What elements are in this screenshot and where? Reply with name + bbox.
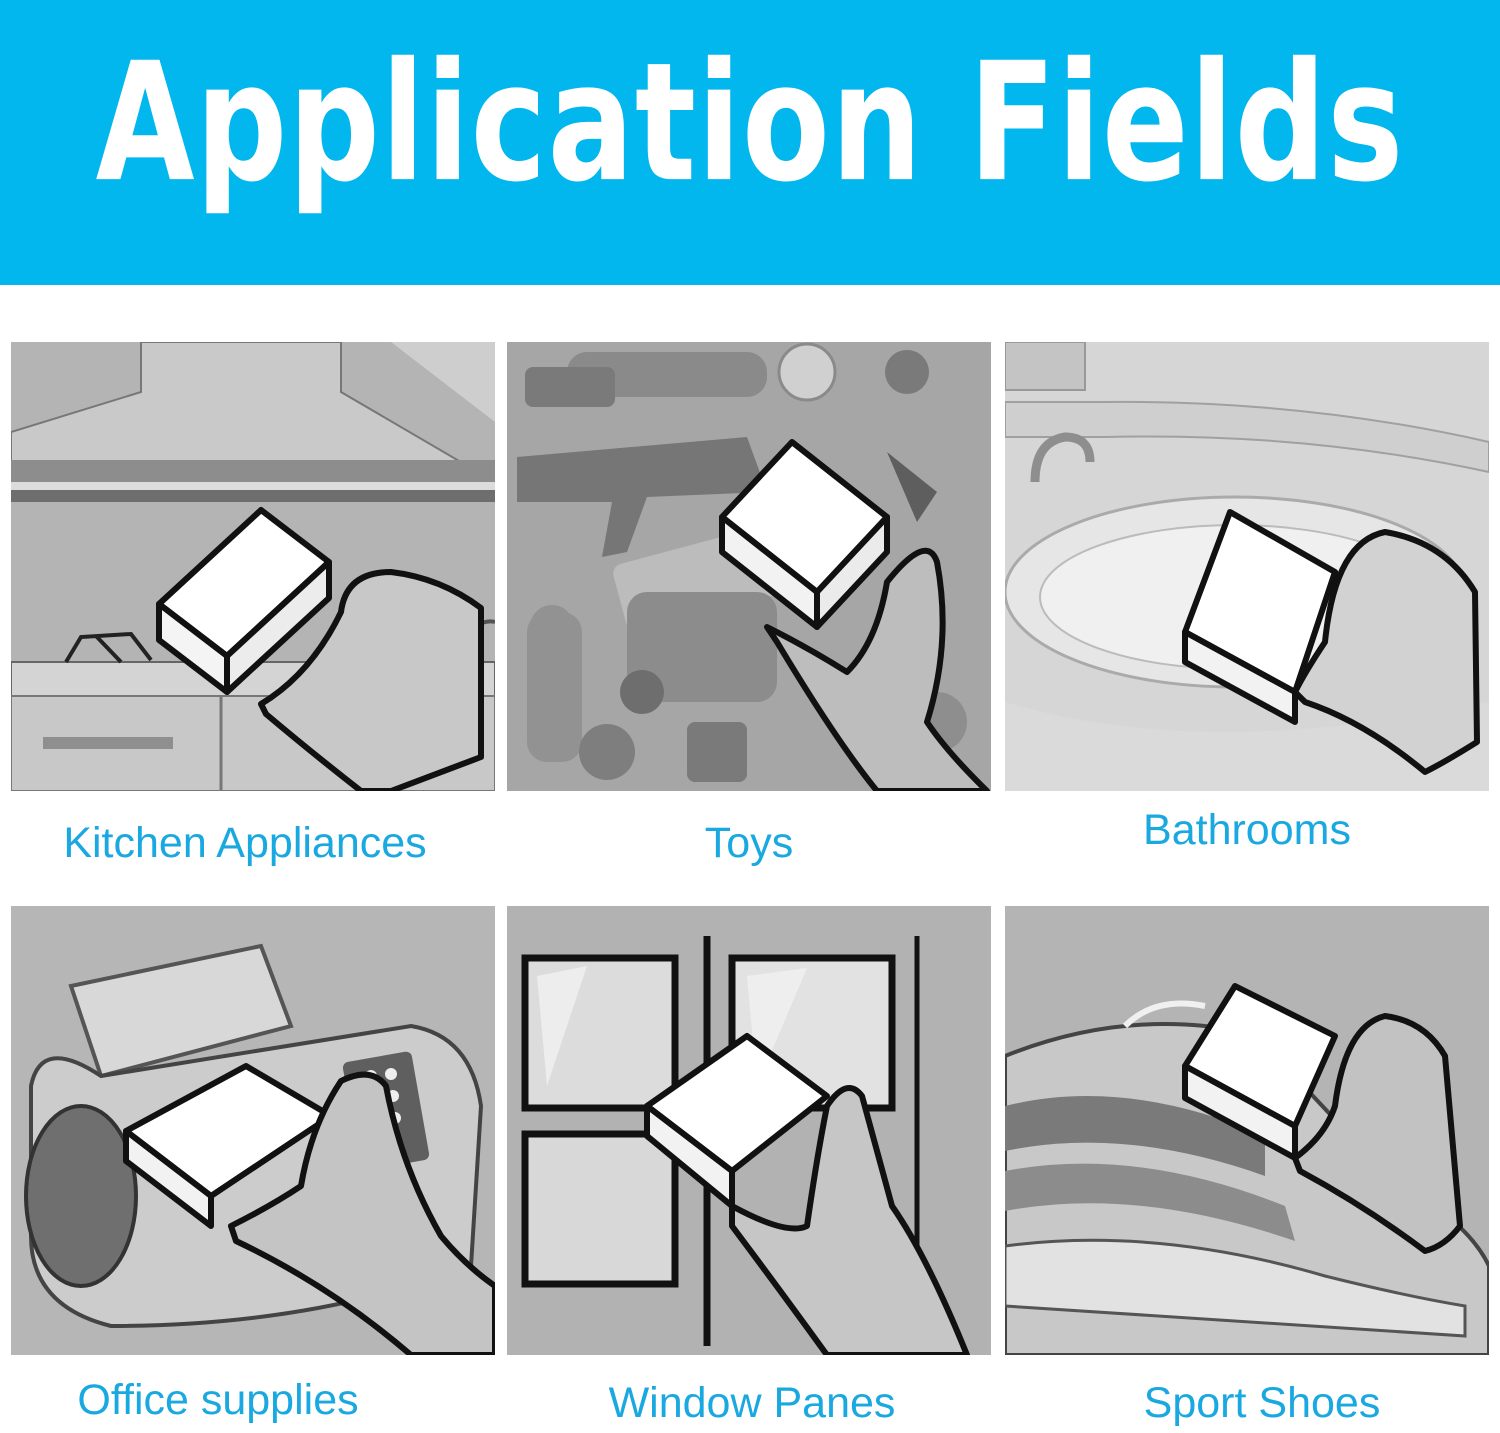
bathtub-scene-icon bbox=[1005, 342, 1489, 791]
window-scene-icon bbox=[507, 906, 991, 1355]
kitchen-hood-scene-icon bbox=[11, 342, 495, 791]
label-sport-shoes: Sport Shoes bbox=[1143, 1379, 1381, 1427]
title-banner: Application Fields bbox=[0, 0, 1500, 285]
page-title: Application Fields bbox=[95, 28, 1405, 219]
label-toys: Toys bbox=[704, 819, 794, 867]
sneaker-scene-icon bbox=[1005, 906, 1489, 1355]
bathrooms-image bbox=[1005, 342, 1489, 791]
label-office-supplies: Office supplies bbox=[77, 1376, 359, 1424]
office-supplies-image bbox=[11, 906, 495, 1355]
window-panes-image bbox=[507, 906, 991, 1355]
label-kitchen-appliances: Kitchen Appliances bbox=[63, 819, 427, 867]
toys-image bbox=[507, 342, 991, 791]
label-bathrooms: Bathrooms bbox=[1143, 806, 1351, 854]
toys-scene-icon bbox=[507, 342, 991, 791]
label-window-panes: Window Panes bbox=[608, 1379, 896, 1427]
kitchen-appliances-image bbox=[11, 342, 495, 791]
fax-machine-scene-icon bbox=[11, 906, 495, 1355]
sport-shoes-image bbox=[1005, 906, 1489, 1355]
